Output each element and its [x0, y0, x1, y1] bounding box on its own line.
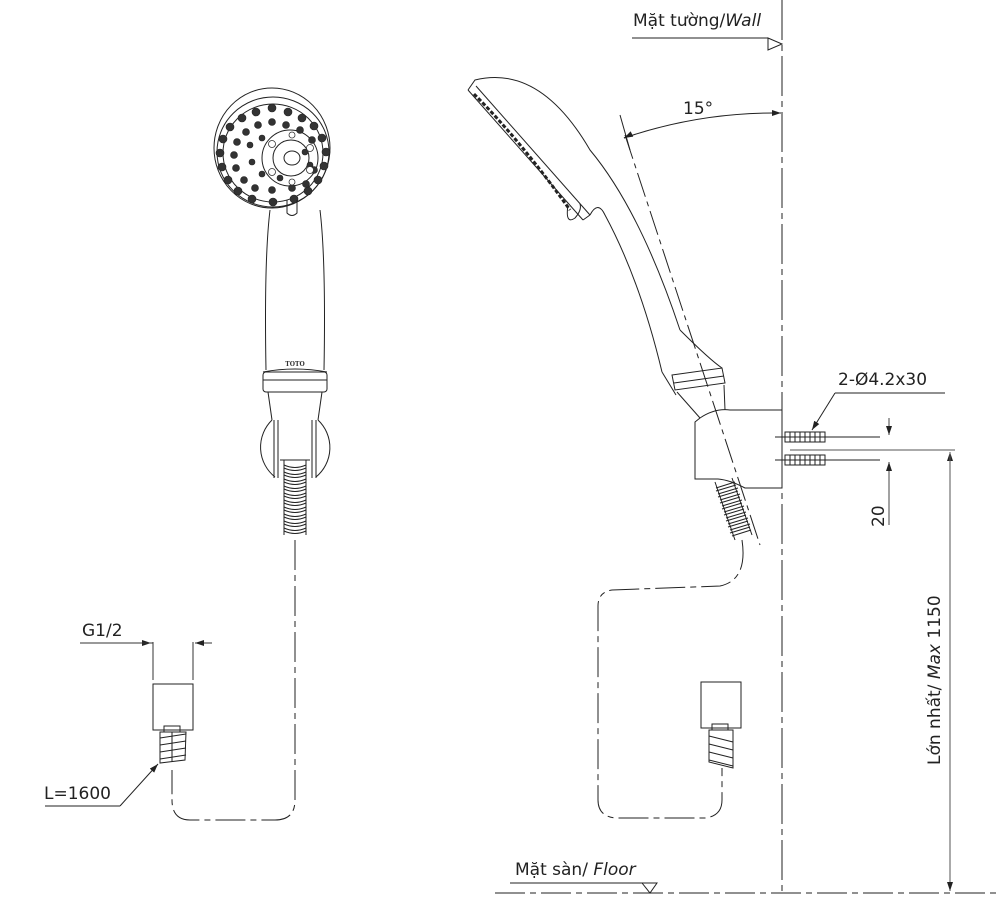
max-height-label: Lớn nhất/ Max 1150 [925, 595, 945, 765]
wall-label-vi: Mặt tường/ [633, 11, 726, 31]
head-centerline [624, 134, 761, 546]
screws-label: 2-Ø4.2x30 [838, 370, 928, 390]
floor-label-vi: Mặt sàn/ [515, 860, 594, 880]
brand-mark: TOTO [285, 361, 304, 368]
thread-label: G1/2 [82, 621, 123, 641]
floor-label-en: Floor [593, 860, 636, 880]
hose-path-side [597, 539, 744, 819]
max-height-value: 1150 [925, 595, 945, 645]
angle-dimension [623, 110, 781, 139]
hose-front [283, 460, 307, 535]
max-height-en: Max [925, 644, 945, 680]
screws [775, 431, 880, 466]
side-view [467, 0, 1000, 895]
floor-label: Mặt sàn/ Floor [515, 862, 636, 879]
shower-head-front [213, 87, 331, 216]
hose-length-leader [45, 763, 159, 807]
hose-length-label: L=1600 [44, 784, 111, 804]
nozzles [215, 103, 331, 207]
max-height-vi: Lớn nhất/ [925, 679, 945, 765]
connector-front [152, 683, 194, 764]
handle-front [262, 209, 328, 421]
hose-path-front [171, 540, 296, 821]
front-view [45, 87, 331, 821]
angle-label: 15° [683, 99, 714, 119]
spacing-label: 20 [869, 505, 889, 527]
wall-label-en: Wall [725, 11, 762, 31]
shower-head-side [467, 76, 681, 373]
connector-side [700, 681, 742, 769]
hose-side [714, 477, 753, 541]
thread-dimension [80, 640, 212, 680]
max-height-dimension [790, 449, 955, 891]
wall-label: Mặt tường/Wall [633, 13, 761, 30]
handle-side [661, 329, 726, 419]
bracket-front [260, 419, 331, 478]
wall-bracket-side [694, 409, 783, 489]
